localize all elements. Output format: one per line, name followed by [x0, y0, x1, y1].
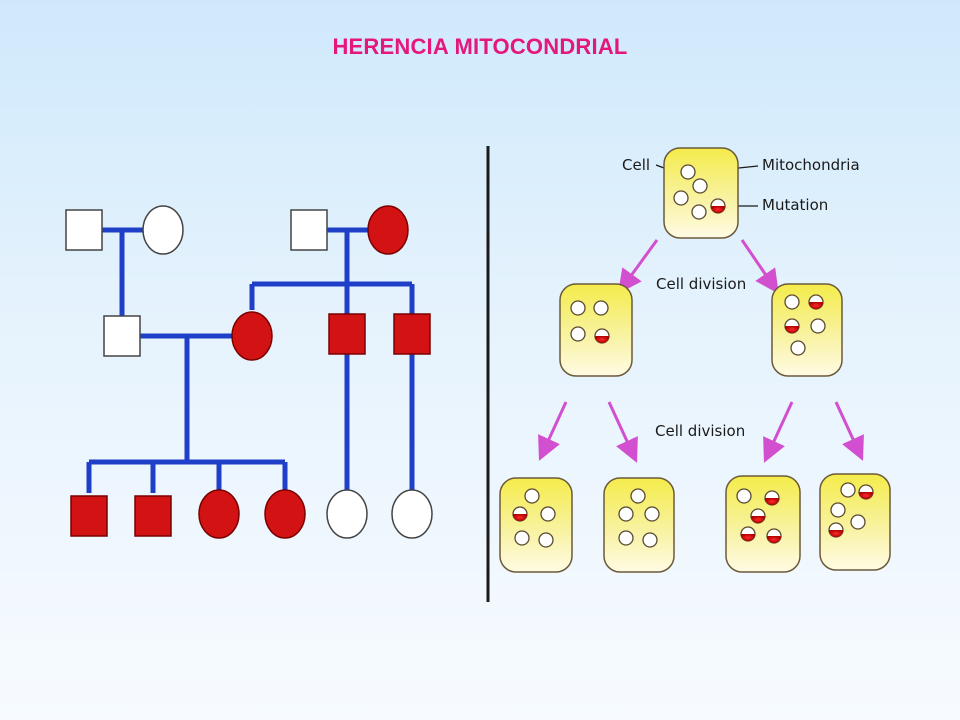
pedigree-gen2-female-affected-2	[231, 311, 273, 361]
slide-title: HERENCIA MITOCONDRIAL	[332, 34, 628, 59]
pointer-cell	[655, 164, 665, 169]
arrow-parent-to-right	[740, 239, 779, 294]
cell-membrane	[559, 283, 633, 377]
mitochondrion	[673, 190, 689, 206]
cell-membrane	[603, 477, 675, 573]
mitochondrion	[784, 294, 800, 310]
cell-parent	[663, 147, 739, 239]
pedigree-gen1-female-affected-4	[367, 205, 409, 255]
pedigree-gen3-male-affected-2	[134, 495, 172, 537]
mutation-marker	[765, 498, 779, 505]
mitochondrion	[850, 514, 866, 530]
mitochondrion	[514, 530, 530, 546]
mutation-marker	[741, 534, 755, 541]
mitochondrion	[618, 506, 634, 522]
mitochondrion	[642, 532, 658, 548]
mitochondrion	[680, 164, 696, 180]
mitochondrion	[618, 530, 634, 546]
label-mutation: Mutation	[762, 196, 828, 214]
mutation-marker	[751, 516, 765, 523]
cell-membrane	[725, 475, 801, 573]
label-cell-division-2: Cell division	[655, 422, 745, 440]
mitochondrion	[540, 506, 556, 522]
mitochondrion	[524, 488, 540, 504]
pedigree-lines	[86, 227, 415, 493]
mitochondrion	[736, 488, 752, 504]
mutation-marker	[829, 530, 843, 537]
mitochondrion	[810, 318, 826, 334]
pedigree-gen2-male-affected-4	[393, 313, 431, 355]
arrow-right-to-c3	[763, 401, 794, 463]
pedigree-gen3-male-affected-1	[70, 495, 108, 537]
mitochondrion	[840, 482, 856, 498]
pedigree-gen3-female-affected-4	[264, 489, 306, 539]
pedigree-gen3-female-affected-3	[198, 489, 240, 539]
arrow-left-to-c2	[607, 401, 638, 463]
cell-membrane	[499, 477, 573, 573]
pedigree-gen1-male-unaffected-3	[290, 209, 328, 251]
pedigree-gen2-male-unaffected-1	[103, 315, 141, 357]
mitochondrion	[570, 326, 586, 342]
mitochondrion	[790, 340, 806, 356]
arrow-left-to-c1	[538, 401, 568, 461]
pedigree-gen3-female-unaffected-5	[326, 489, 368, 539]
division-arrows	[538, 239, 864, 463]
cell-gen2-1	[499, 477, 573, 573]
pedigree-gen1-male-unaffected-1	[65, 209, 103, 251]
cell-gen1-left	[559, 283, 633, 377]
mitochondrion	[644, 506, 660, 522]
mitochondrion	[570, 300, 586, 316]
pedigree-gen1-female-unaffected-2	[142, 205, 184, 255]
mitochondrion	[691, 204, 707, 220]
mitochondrion	[593, 300, 609, 316]
mutation-marker	[809, 302, 823, 309]
pedigree-gen2-male-affected-3	[328, 313, 366, 355]
cell-gen2-3	[725, 475, 801, 573]
mutation-marker	[711, 206, 725, 213]
pedigree	[65, 205, 433, 539]
pedigree-individuals	[65, 205, 433, 539]
arrow-parent-to-left	[617, 239, 659, 294]
pedigree-gen3-female-unaffected-6	[391, 489, 433, 539]
mitochondrion	[538, 532, 554, 548]
cell-gen2-4	[819, 473, 891, 571]
arrow-right-to-c4	[834, 401, 864, 461]
mitochondrion	[692, 178, 708, 194]
mutation-marker	[513, 514, 527, 521]
mutation-marker	[595, 336, 609, 343]
mutation-marker	[785, 326, 799, 333]
label-cell-division-1: Cell division	[656, 275, 746, 293]
mitochondrion	[830, 502, 846, 518]
label-mitochondria: Mitochondria	[762, 156, 860, 174]
cells	[499, 147, 891, 573]
cell-membrane	[771, 283, 843, 377]
mutation-marker	[859, 492, 873, 499]
cell-division-diagram: Cell Mitochondria Mutation Cell division…	[499, 147, 891, 573]
mitochondrion	[630, 488, 646, 504]
mutation-marker	[767, 536, 781, 543]
label-cell: Cell	[622, 156, 650, 174]
cell-gen2-2	[603, 477, 675, 573]
cell-gen1-right	[771, 283, 843, 377]
